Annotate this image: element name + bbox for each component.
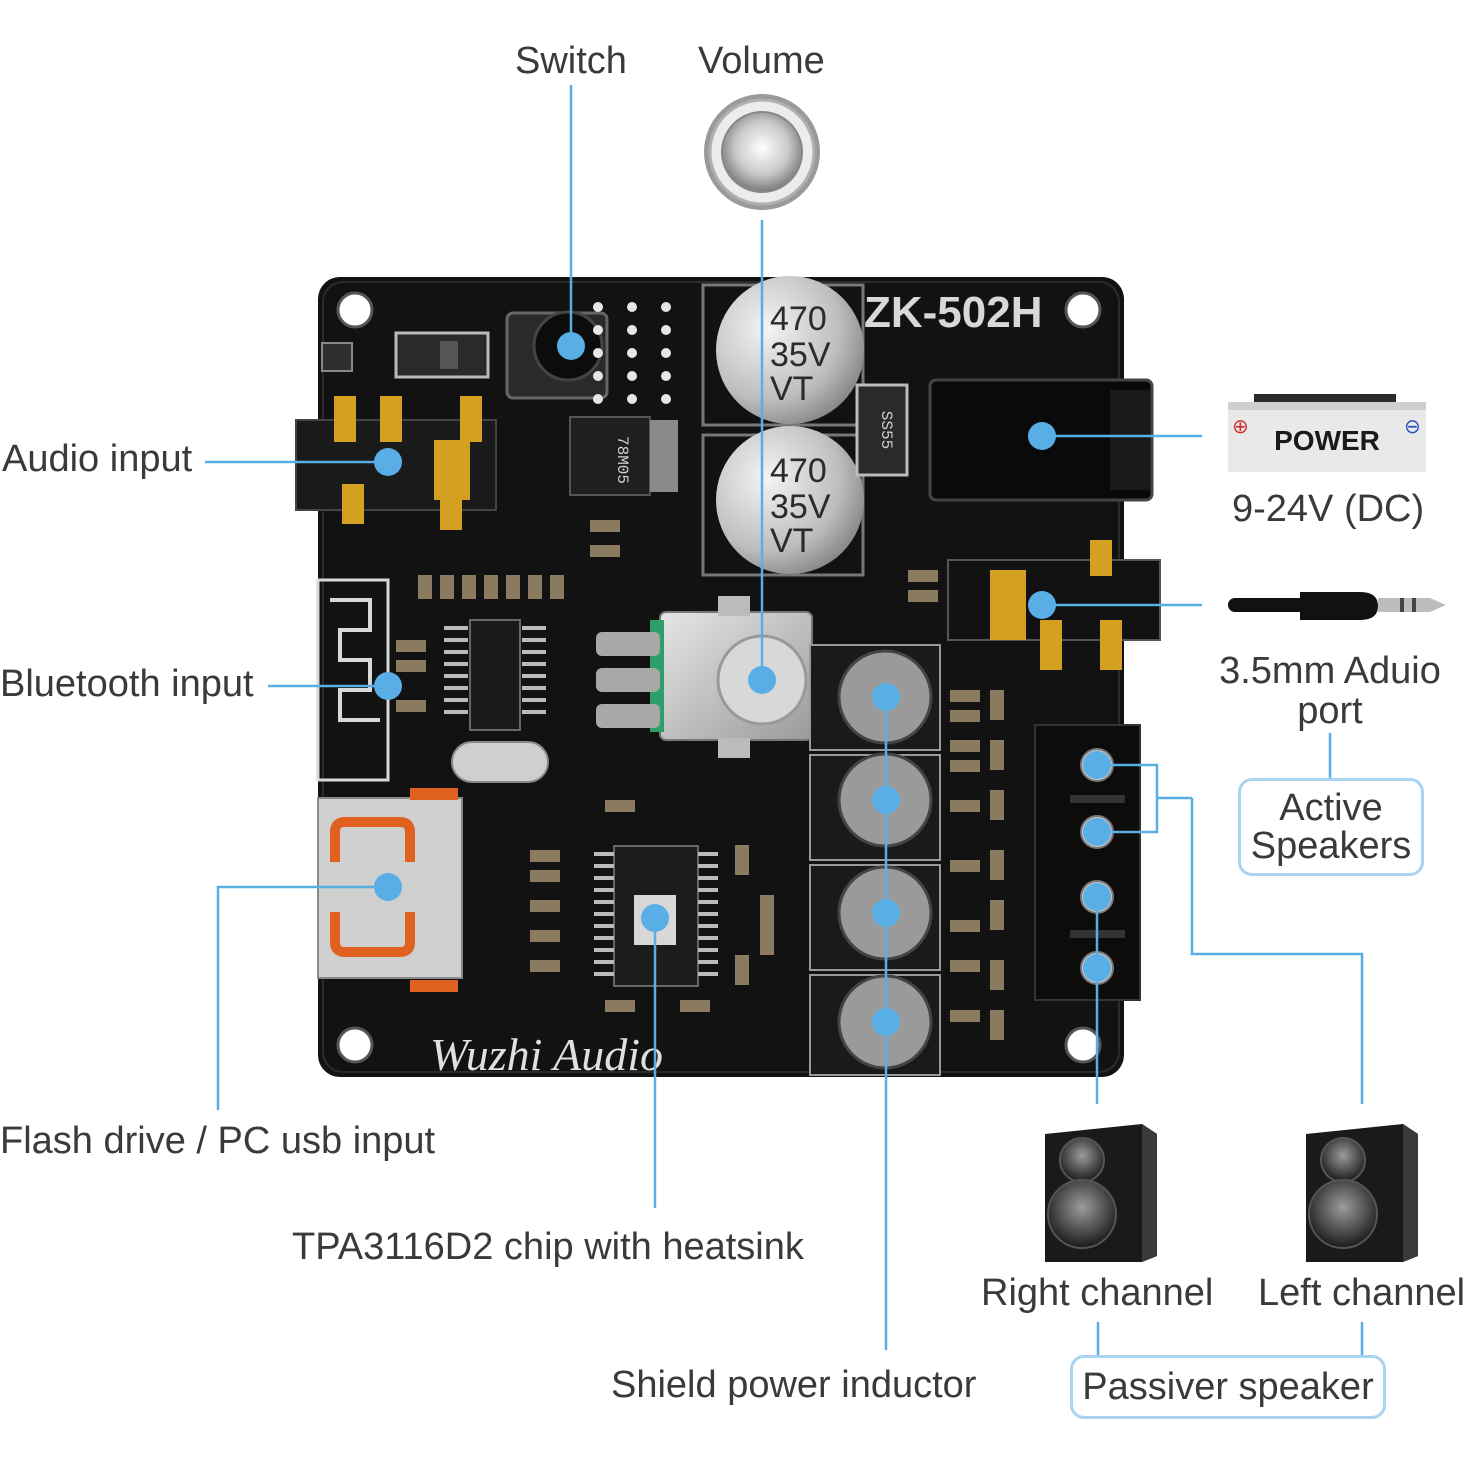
capacitor-1-voltage: 35V: [770, 336, 831, 374]
aux-port-label: 3.5mm Aduio port: [1212, 650, 1448, 732]
active-speakers-line1: Active: [1279, 787, 1383, 829]
volume-label: Volume: [698, 40, 825, 82]
voltage-regulator: 78M05: [569, 416, 678, 496]
power-voltage-label: 9-24V (DC): [1232, 488, 1425, 530]
regulator-label: 78M05: [613, 436, 631, 484]
battery-label: POWER: [1274, 425, 1380, 456]
aux-port-label-line2: port: [1297, 689, 1363, 732]
bluetooth-input-label: Bluetooth input: [0, 663, 254, 705]
pcb-board: ZK-502H Wuzhi Audio 78M05: [295, 276, 1161, 1080]
diode-d3: SS55: [855, 383, 909, 477]
power-switch: [505, 310, 609, 400]
diode-label: SS55: [877, 411, 895, 449]
chip-label: TPA3116D2 chip with heatsink: [292, 1226, 804, 1268]
inductor-label: Shield power inductor: [611, 1364, 977, 1406]
aux-cable-icon: [1228, 592, 1446, 620]
switch-label: Switch: [515, 40, 627, 82]
right-speaker-icon: [1045, 1124, 1157, 1262]
active-speakers-box: Active Speakers: [1238, 778, 1424, 876]
capacitor-1-value: 470: [770, 300, 827, 338]
battery-plus: ⊕: [1232, 414, 1249, 438]
capacitor-2-series: VT: [770, 522, 813, 560]
board-brand: Wuzhi Audio: [430, 1029, 663, 1080]
callout-dots: [374, 332, 1111, 1036]
capacitor-2-value: 470: [770, 452, 827, 490]
battery-minus: ⊖: [1404, 414, 1421, 438]
usb-input-label: Flash drive / PC usb input: [0, 1120, 436, 1162]
active-speakers-line2: Speakers: [1250, 825, 1412, 867]
capacitor-1-series: VT: [770, 370, 813, 408]
power-battery-icon: ⊕ ⊖ POWER: [1228, 394, 1426, 472]
capacitor-2: 470 35V VT: [701, 426, 865, 577]
aux-port-label-line1: 3.5mm Aduio: [1219, 650, 1441, 692]
bluetooth-chip: [444, 619, 546, 731]
audio-input-label: Audio input: [2, 438, 193, 480]
right-channel-label: Right channel: [981, 1272, 1214, 1314]
capacitor-1: 470 35V VT: [701, 276, 865, 427]
left-speaker-icon: [1306, 1124, 1418, 1262]
capacitor-2-voltage: 35V: [770, 488, 831, 526]
left-channel-label: Left channel: [1258, 1272, 1465, 1314]
volume-knob: [704, 94, 820, 210]
passive-speaker-box: Passiver speaker: [1070, 1355, 1386, 1419]
board-model: ZK-502H: [864, 288, 1043, 337]
